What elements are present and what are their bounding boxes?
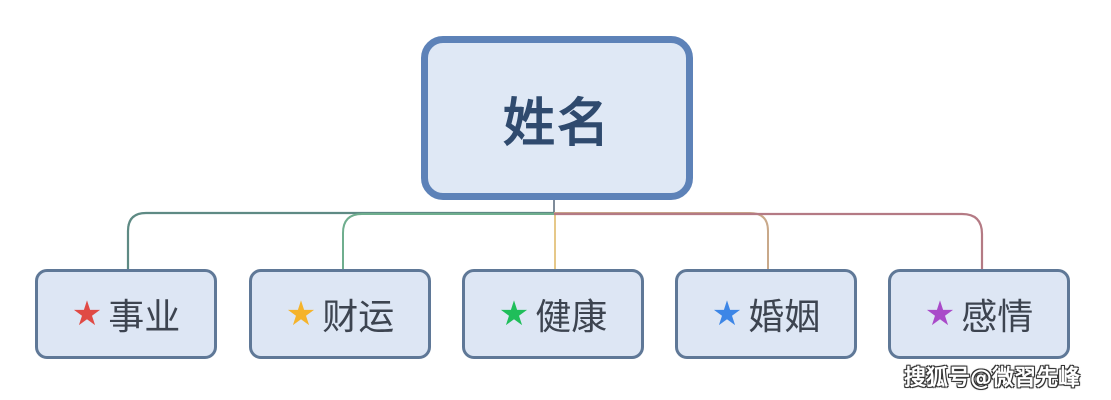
star-icon: ★ xyxy=(285,294,317,334)
star-icon: ★ xyxy=(711,294,743,334)
star-icon: ★ xyxy=(71,294,103,334)
child-label: 事业 xyxy=(108,297,181,338)
root-label: 姓名 xyxy=(502,93,611,154)
child-node-marriage[interactable]: ★ 婚姻 xyxy=(675,269,857,359)
root-node[interactable]: 姓名 xyxy=(421,36,693,200)
child-label: 感情 xyxy=(961,297,1034,338)
child-label: 健康 xyxy=(535,297,608,338)
child-node-love[interactable]: ★ 感情 xyxy=(888,269,1070,359)
child-node-career[interactable]: ★ 事业 xyxy=(35,269,217,359)
connector-love xyxy=(554,212,984,269)
connector-career xyxy=(126,211,554,269)
connector-marriage xyxy=(554,212,769,269)
connector-wealth xyxy=(342,213,554,269)
watermark: 搜狐号@微習先峰 xyxy=(904,366,1081,391)
star-icon: ★ xyxy=(924,294,956,334)
star-icon: ★ xyxy=(498,294,530,334)
child-node-wealth[interactable]: ★ 财运 xyxy=(249,269,431,359)
child-label: 婚姻 xyxy=(748,297,821,338)
child-node-health[interactable]: ★ 健康 xyxy=(462,269,644,359)
child-label: 财运 xyxy=(322,297,395,338)
